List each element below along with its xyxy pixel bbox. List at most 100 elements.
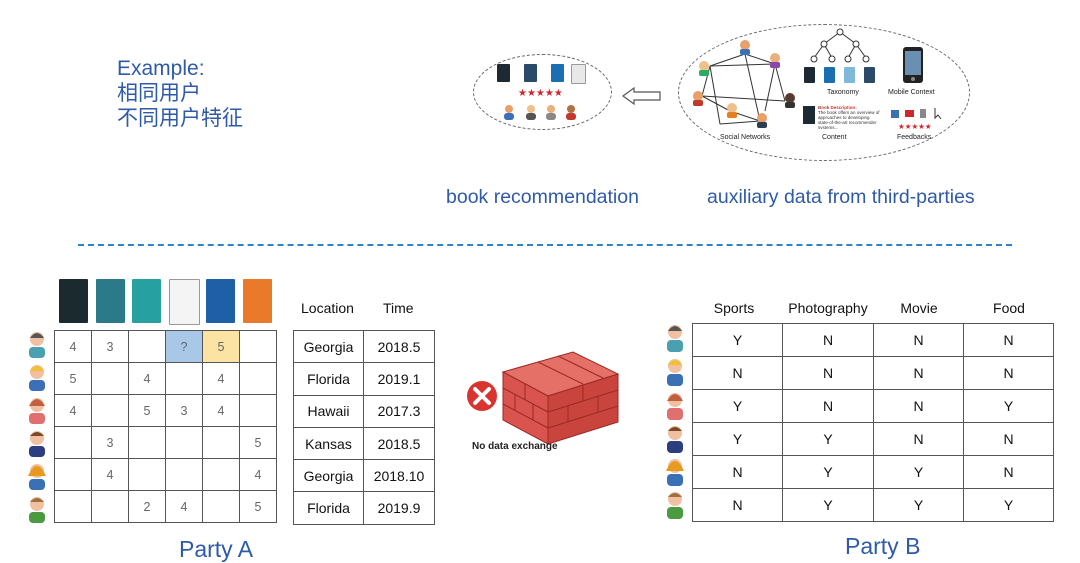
location-cell: Florida [293,491,364,525]
location-cell: Kansas [293,426,364,461]
user-avatar-4 [29,431,45,457]
feedback-stars: ★★★★★ [898,122,932,131]
book-description-text: The book offers an overview of approache… [818,110,880,129]
rating-cell [128,458,166,491]
thumbs-up-icon [891,110,899,118]
location-cell: Florida [293,362,364,396]
location-cell: Georgia [293,329,364,364]
user-avatar-4 [667,426,683,453]
rating-cell: 4 [54,394,92,427]
user-avatar-6 [667,492,683,519]
section-separator [78,244,1012,246]
rating-cell: 5 [54,362,92,395]
user-avatar-3 [29,398,45,424]
taxonomy-book-2 [824,67,835,83]
user-avatar-1 [667,325,683,352]
feature-cell: N [782,389,874,423]
rating-cell [202,490,240,523]
example-line-different-features: 不同用户特征 [117,107,243,130]
rating-cell: 4 [239,458,277,491]
book-recommendation-caption: book recommendation [446,186,639,208]
user-avatar-5 [666,459,684,486]
feature-cell: Y [692,323,783,357]
user-avatar-5 [28,464,46,490]
feature-cell: Y [692,422,783,456]
header-food: Food [993,300,1025,316]
content-label: Content [822,134,847,141]
mobile-context-label: Mobile Context [888,89,935,96]
book-description-title: Book Description: [818,105,857,110]
cursor-icon [934,108,942,120]
rating-cell: 5 [202,330,240,363]
feature-cell: N [873,422,964,456]
left-arrow-icon [622,86,661,106]
feedbacks-label: Feedbacks [897,134,932,141]
rating-cell: 3 [91,426,129,459]
rating-cell [202,426,240,459]
content-book-cover [803,106,815,124]
rating-cell [54,426,92,459]
example-title: Example: [117,57,205,80]
rating-cell: 4 [54,330,92,363]
example-line-same-users: 相同用户 [117,82,201,105]
time-cell: 2019.9 [363,491,435,525]
example-text: Example: 相同用户 不同用户特征 [117,56,243,131]
party-b-label: Party B [845,533,921,559]
rating-cell: 5 [239,426,277,459]
taxonomy-book-3 [844,67,855,83]
rating-stars: ★★★★★ [518,88,563,99]
feature-cell: Y [692,389,783,423]
user-avatar-2 [667,359,683,386]
mobile-phone-icon [903,47,923,83]
feature-cell: N [692,455,783,489]
rating-cell [165,458,203,491]
book-cover-5 [206,279,235,323]
firewall-graphic [467,351,620,444]
feedback-icons [891,108,942,120]
feature-cell: N [963,422,1054,456]
feature-cell: N [963,356,1054,390]
book-cover-4 [169,279,200,325]
user-icons-row [504,105,576,120]
rating-cell: 4 [128,362,166,395]
rating-cell: 3 [165,394,203,427]
book-thumb-1 [497,64,510,82]
book-thumb-2 [524,64,537,82]
time-cell: 2018.5 [363,329,435,364]
social-networks-label: Social Networks [720,134,771,141]
feature-cell: N [963,455,1054,489]
book-thumb-3 [551,64,564,82]
feature-cell: N [873,323,964,357]
rating-cell: ? [165,330,203,363]
user-avatar-3 [667,393,683,420]
rating-cell: 3 [91,330,129,363]
party-a-user-avatars [28,332,46,523]
time-cell: 2017.3 [363,394,435,428]
header-movie: Movie [900,300,938,316]
social-network-graph [693,40,795,128]
user-avatar-1 [29,332,45,358]
header-sports: Sports [713,300,755,316]
feature-cell: N [692,488,783,522]
auxiliary-data-caption: auxiliary data from third-parties [707,186,975,208]
rating-cell: 4 [202,394,240,427]
rating-cell [202,458,240,491]
location-column-header: Location [301,300,354,316]
taxonomy-book-1 [804,67,815,83]
feature-cell: Y [963,389,1054,423]
cart-icon [905,110,914,117]
book-cover-6 [243,279,272,323]
